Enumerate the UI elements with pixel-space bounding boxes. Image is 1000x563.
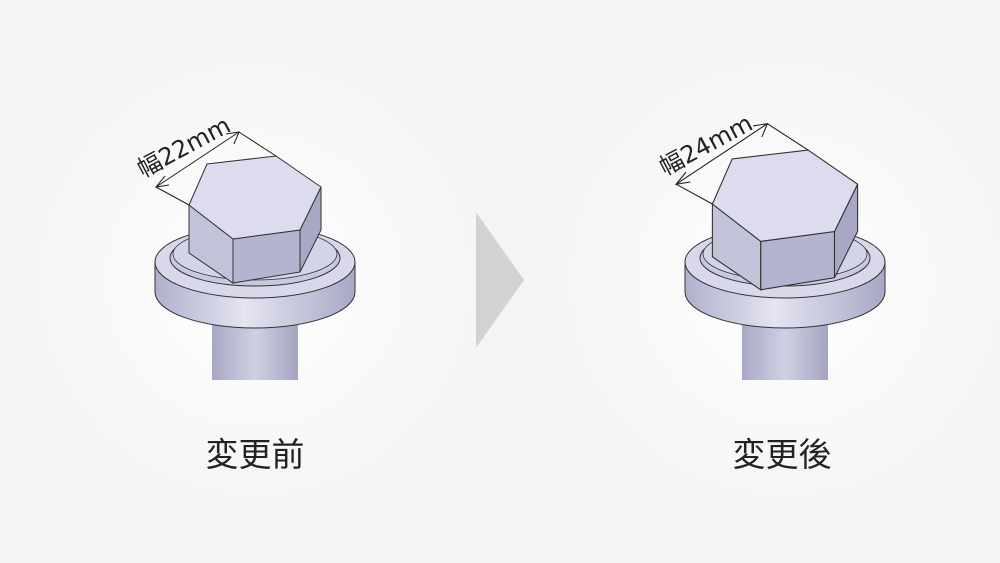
label-before: 変更前 xyxy=(205,435,305,474)
label-after: 変更後 xyxy=(732,435,832,474)
arrow-right-icon xyxy=(476,212,524,348)
